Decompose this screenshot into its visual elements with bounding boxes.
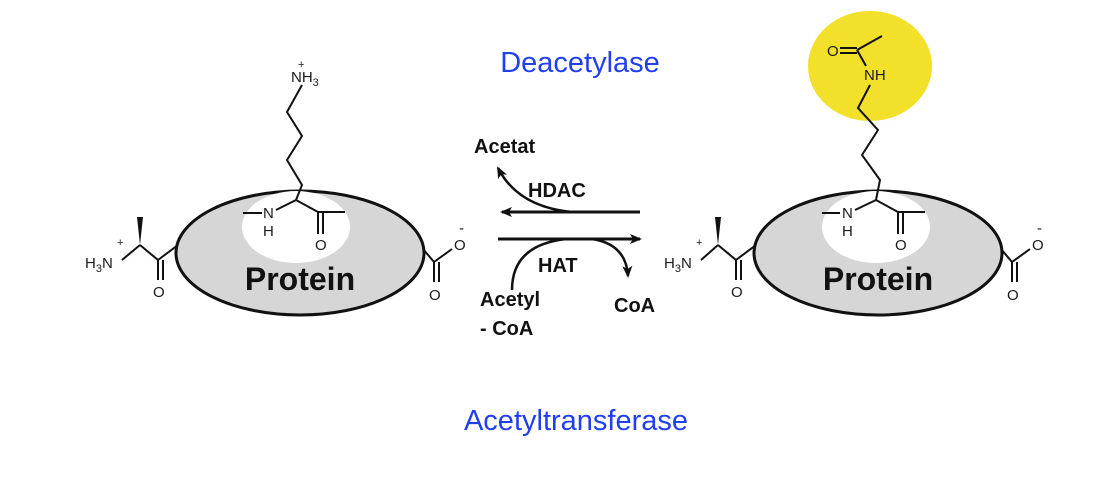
right-protein-label: Protein [823, 261, 933, 297]
right-backbone-o: O [895, 237, 907, 254]
right-acetyllysine-protein: Protein O NH N H O H3N + O O [664, 11, 1044, 317]
left-nterm-o: O [153, 284, 165, 301]
acetyl-group-highlight [808, 11, 932, 121]
right-side-chain [856, 84, 882, 201]
acetyl-nh-label: NH [864, 67, 886, 84]
left-backbone-n: N [263, 205, 274, 222]
left-side-chain [285, 84, 304, 201]
left-protein-label: Protein [245, 261, 355, 297]
right-backbone-n: N [842, 205, 853, 222]
right-nterm-o: O [731, 284, 743, 301]
right-protein-pocket [822, 191, 930, 263]
coa-label: CoA [614, 295, 655, 317]
right-cterm-charge: - [1037, 220, 1042, 237]
left-cterm-o2: O [454, 237, 466, 254]
right-backbone-h: H [842, 223, 853, 240]
hdac-label: HDAC [528, 180, 586, 202]
right-h3n-charge: + [696, 237, 702, 249]
left-cterm-charge: - [459, 220, 464, 237]
left-backbone-h: H [263, 223, 274, 240]
reaction-arrows: Acetat HDAC HAT Acetyl - CoA CoA [474, 136, 655, 340]
left-nh3-charge: + [298, 59, 304, 71]
acetyltransferase-label: Acetyltransferase [464, 405, 688, 437]
acetyl-coa-input-arrow [510, 237, 567, 291]
right-cterm-o1: O [1007, 287, 1019, 304]
left-nh3-label: NH3 [291, 69, 319, 89]
acetyl-coa-label: - CoA [480, 318, 533, 340]
left-cterm-o1: O [429, 287, 441, 304]
left-h3n-charge: + [117, 237, 123, 249]
left-backbone-o: O [315, 237, 327, 254]
acetyl-label: Acetyl [480, 289, 540, 311]
coa-release-arrow [591, 237, 633, 278]
deacetylase-label: Deacetylase [500, 47, 660, 79]
acetyl-o-label: O [827, 43, 839, 60]
left-h3n-label: H3N [85, 255, 113, 275]
right-cterm-o2: O [1032, 237, 1044, 254]
acetat-label: Acetat [474, 136, 535, 158]
left-lysine-protein: Protein NH3 + N H O H3N + O O O - [85, 59, 466, 317]
left-protein-pocket [242, 191, 350, 263]
acetat-release-arrow [496, 166, 573, 214]
right-h3n-label: H3N [664, 255, 692, 275]
hat-label: HAT [538, 255, 578, 277]
